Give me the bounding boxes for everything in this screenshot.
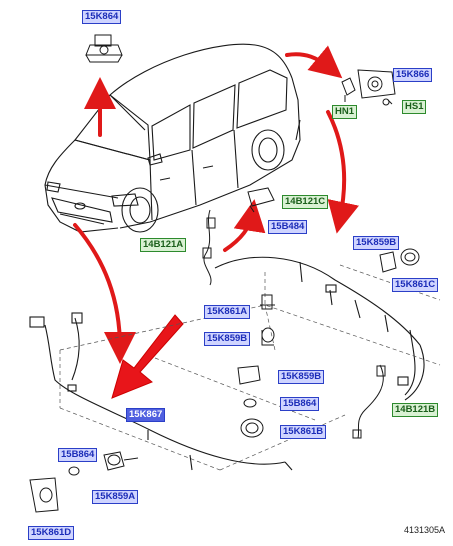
callout-15B864-front: 15B864 [58,448,98,462]
callout-15K859B-right: 15K859B [353,236,400,250]
red-arrows [73,45,359,364]
harness-14B121A [202,209,216,286]
sensor-parts-center [237,365,264,438]
callout-14B121C: 14B121C [282,195,329,209]
callout-15K861D: 15K861D [28,526,75,540]
sensor-15K859B-right [379,248,420,273]
sensor-15K864 [85,34,123,63]
callout-15K861C: 15K861C [392,278,439,292]
arrow-to-rear-harness [326,110,359,234]
pointer-arrow [111,314,184,399]
sensor-parts-front [29,451,139,513]
callout-HN1: HN1 [332,105,358,119]
harness-14B121B [352,364,386,439]
callout-15K866: 15K866 [393,68,433,82]
callout-14B121B: 14B121B [392,403,439,417]
arrow-to-14B121C [223,199,266,252]
callout-15K859A: 15K859A [92,490,139,504]
connector-14B121C [247,187,275,213]
callout-15K861A: 15K861A [204,305,251,319]
callout-15K867: 15K867 [126,408,166,422]
callout-15K859B-center: 15K859B [278,370,325,384]
callout-15B484: 15B484 [268,220,308,234]
arrow-to-front-bumper [73,223,136,364]
module-15K866 [341,69,396,106]
callout-15K861B: 15K861B [280,425,327,439]
harness-15K867 [29,312,293,471]
callout-15K859B-middle: 15K859B [204,332,251,346]
sensor-parts-middle [260,294,275,346]
harness-15B484 [214,256,425,401]
callout-15B864-center: 15B864 [280,397,320,411]
callout-HS1: HS1 [402,100,427,114]
dashed-guides [59,264,441,471]
arrow-to-15K866 [285,45,343,79]
callout-15K864: 15K864 [82,10,122,24]
document-number: 4131305A [403,525,445,535]
vehicle-illustration [44,43,301,233]
callout-14B121A: 14B121A [140,238,187,252]
